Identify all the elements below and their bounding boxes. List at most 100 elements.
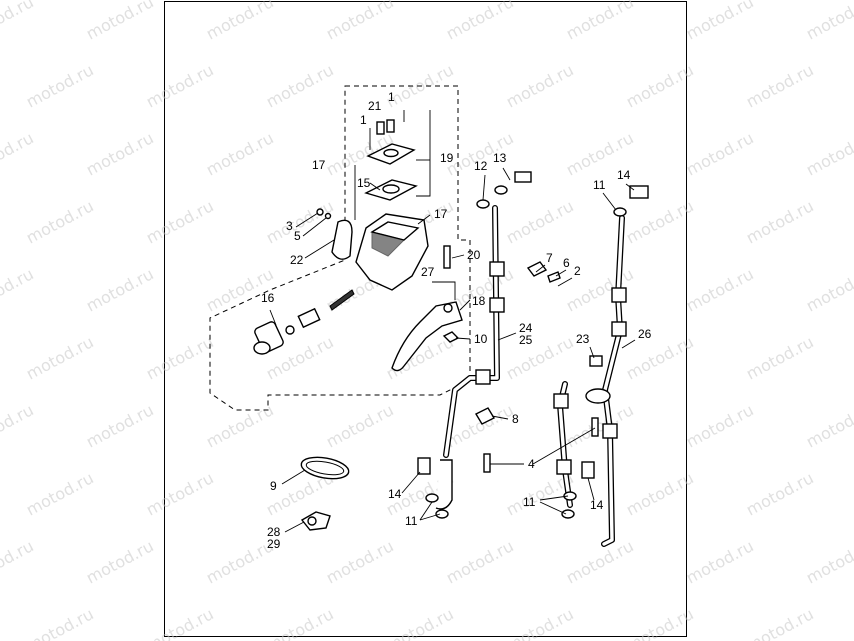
part-callout-11: 11	[593, 178, 606, 192]
part-callout-3: 3	[286, 219, 293, 233]
watermark-text: motod.ru	[143, 604, 217, 641]
leader-lines	[269, 110, 636, 533]
watermark-text: motod.ru	[83, 536, 157, 587]
part-callout-18: 18	[472, 294, 486, 308]
reservoir-cap-group	[364, 110, 418, 201]
master-cylinder-body	[316, 208, 429, 291]
watermark-text: motod.ru	[503, 332, 577, 383]
watermark-text: motod.ru	[0, 0, 37, 44]
watermark-text: motod.ru	[203, 400, 277, 451]
assembly-outlines	[209, 85, 471, 411]
part-callout-19: 19	[440, 151, 454, 165]
part-callout-27: 27	[421, 265, 435, 279]
watermark-text: motod.ru	[743, 468, 817, 519]
part-callout-10: 10	[474, 332, 488, 346]
watermark-text: motod.ru	[803, 264, 854, 315]
watermark-text: motod.ru	[443, 536, 517, 587]
watermark-text: motod.ru	[623, 468, 697, 519]
watermark-text: motod.ru	[23, 332, 97, 383]
watermark-text: motod.ru	[23, 60, 97, 111]
watermark-text: motod.ru	[23, 468, 97, 519]
part-callout-4: 4	[528, 457, 535, 471]
watermark-text: motod.ru	[803, 400, 854, 451]
watermark-text: motod.ru	[143, 196, 217, 247]
watermark-text: motod.ru	[203, 128, 277, 179]
watermark-text: motod.ru	[683, 128, 757, 179]
watermark-text: motod.ru	[743, 604, 817, 641]
watermark-text: motod.ru	[503, 196, 577, 247]
part-callout-20: 20	[467, 248, 481, 262]
junction-block	[475, 355, 611, 508]
part-callout-28: 28	[267, 525, 281, 539]
part-callout-29: 29	[267, 537, 281, 551]
part-callout-6: 6	[563, 256, 570, 270]
watermark-text: motod.ru	[503, 60, 577, 111]
upper-hose	[435, 171, 532, 510]
cap-screw-a	[376, 121, 385, 135]
clamp-half	[331, 219, 353, 260]
watermark-text: motod.ru	[0, 400, 37, 451]
watermark-text: motod.ru	[23, 196, 97, 247]
watermark-text: motod.ru	[143, 468, 217, 519]
part-callout-24: 24	[519, 321, 533, 335]
watermark-text: motod.ru	[623, 196, 697, 247]
watermark-text: motod.ru	[563, 0, 637, 44]
part-callout-15: 15	[357, 176, 371, 190]
watermark-text: motod.ru	[83, 0, 157, 44]
watermark-text: motod.ru	[683, 400, 757, 451]
part-callout-17: 17	[434, 207, 448, 221]
part-callout-8: 8	[512, 412, 519, 426]
watermark-text: motod.ru	[0, 536, 37, 587]
part-callout-7: 7	[546, 251, 553, 265]
cap-screw-b	[386, 119, 395, 133]
part-callout-11: 11	[523, 495, 536, 509]
watermark-text: motod.ru	[563, 400, 637, 451]
watermark-text: motod.ru	[743, 332, 817, 383]
part-callout-25: 25	[519, 333, 533, 347]
watermark-text: motod.ru	[443, 0, 517, 44]
part-callout-1: 1	[360, 113, 367, 127]
watermark-text: motod.ru	[803, 536, 854, 587]
watermark-text: motod.ru	[323, 0, 397, 44]
pivot-pin	[443, 245, 451, 269]
part-callout-16: 16	[261, 291, 275, 305]
watermark-text: motod.ru	[203, 536, 277, 587]
part-callout-9: 9	[270, 479, 277, 493]
watermark-text: motod.ru	[83, 128, 157, 179]
watermark-text: motod.ru	[623, 604, 697, 641]
brake-lever	[391, 245, 463, 372]
watermark-text: motod.ru	[143, 60, 217, 111]
part-callout-22: 22	[290, 253, 304, 267]
watermark-text: motod.ru	[263, 60, 337, 111]
watermark-text: motod.ru	[743, 60, 817, 111]
watermark-text: motod.ru	[203, 0, 277, 44]
part-callout-2: 2	[574, 264, 581, 278]
watermark-text: motod.ru	[0, 128, 37, 179]
watermark-text: motod.ru	[23, 604, 97, 641]
piston-assembly	[253, 289, 355, 355]
part-callout-21: 21	[368, 99, 382, 113]
part-callout-14: 14	[617, 168, 631, 182]
watermark-text: motod.ru	[323, 400, 397, 451]
watermark-text: motod.ru	[803, 128, 854, 179]
watermark-text: motod.ru	[743, 196, 817, 247]
watermark-text: motod.ru	[263, 604, 337, 641]
part-callout-12: 12	[474, 159, 488, 173]
lower-fittings	[417, 261, 595, 519]
part-callout-5: 5	[294, 229, 301, 243]
watermark-text: motod.ru	[683, 264, 757, 315]
part-callout-13: 13	[493, 151, 507, 165]
part-callout-17: 17	[312, 158, 326, 172]
watermark-text: motod.ru	[803, 0, 854, 44]
watermark-text: motod.ru	[623, 60, 697, 111]
cable-strap-and-clip	[300, 456, 350, 531]
watermark-text: motod.ru	[83, 400, 157, 451]
watermark-text: motod.ru	[143, 332, 217, 383]
watermark-text: motod.ru	[623, 332, 697, 383]
watermark-text: motod.ru	[683, 0, 757, 44]
part-callout-23: 23	[576, 332, 590, 346]
watermark-text: motod.ru	[383, 604, 457, 641]
part-callout-14: 14	[388, 487, 402, 501]
watermark-text: motod.ru	[0, 264, 37, 315]
